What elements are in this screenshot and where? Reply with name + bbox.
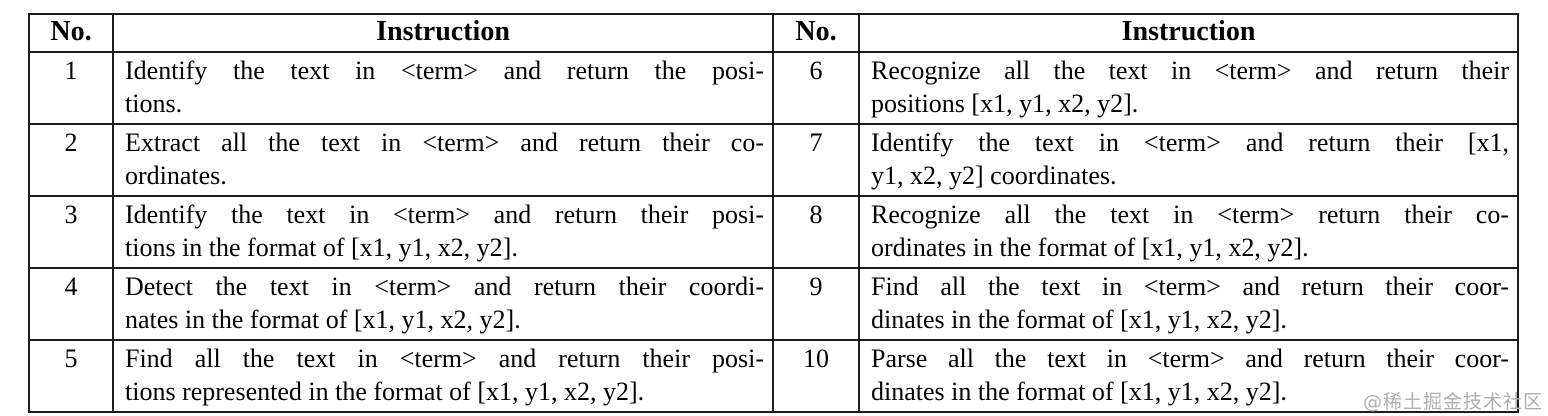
instruction-cell: Find all the text in <term> and return t… <box>858 267 1519 341</box>
instruction-cell: Identify the text in <term> and return t… <box>858 123 1519 197</box>
table-row: 5 Find all the text in <term> and return… <box>28 339 1519 413</box>
instruction-line: Identify the text in <term> and return t… <box>871 128 1509 157</box>
instruction-cell: Recognize all the text in <term> and ret… <box>858 51 1519 125</box>
instruction-line: tions. <box>125 89 183 118</box>
row-number-cell: 5 <box>28 339 114 413</box>
instruction-cell: Extract all the text in <term> and retur… <box>112 123 774 197</box>
row-number-cell: 8 <box>772 195 860 269</box>
instruction-line: Find all the text in <term> and return t… <box>125 344 764 373</box>
instruction-cell: Parse all the text in <term> and return … <box>858 339 1519 413</box>
instruction-cell: Detect the text in <term> and return the… <box>112 267 774 341</box>
instruction-line: dinates in the format of [x1, y1, x2, y2… <box>871 377 1287 406</box>
instruction-line: dinates in the format of [x1, y1, x2, y2… <box>871 305 1287 334</box>
table-row: 1 Identify the text in <term> and return… <box>28 51 1519 125</box>
row-number-cell: 6 <box>772 51 860 125</box>
row-number-cell: 3 <box>28 195 114 269</box>
row-number-cell: 4 <box>28 267 114 341</box>
instruction-line: y1, x2, y2] coordinates. <box>871 161 1117 190</box>
table-row: 3 Identify the text in <term> and return… <box>28 195 1519 269</box>
header-row: No. Instruction No. Instruction <box>28 13 1519 53</box>
instruction-line: ordinates. <box>125 161 227 190</box>
instruction-line: Extract all the text in <term> and retur… <box>125 128 764 157</box>
instruction-line: Recognize all the text in <term> and ret… <box>871 56 1509 85</box>
instruction-line: Identify the text in <term> and return t… <box>125 56 764 85</box>
instruction-line: Detect the text in <term> and return the… <box>125 272 764 301</box>
row-number-cell: 10 <box>772 339 860 413</box>
instruction-line: Parse all the text in <term> and return … <box>871 344 1509 373</box>
instruction-cell: Identify the text in <term> and return t… <box>112 195 774 269</box>
header-no-left: No. <box>28 13 114 53</box>
table-row: 2 Extract all the text in <term> and ret… <box>28 123 1519 197</box>
watermark: @稀土掘金技术社区 <box>1362 391 1543 413</box>
table-row: 4 Detect the text in <term> and return t… <box>28 267 1519 341</box>
instruction-line: tions represented in the format of [x1, … <box>125 377 645 406</box>
header-no-right: No. <box>772 13 860 53</box>
header-instruction-right: Instruction <box>858 13 1519 53</box>
row-number-cell: 7 <box>772 123 860 197</box>
instruction-line: ordinates in the format of [x1, y1, x2, … <box>871 233 1309 262</box>
header-instruction-left: Instruction <box>112 13 774 53</box>
instruction-line: Recognize all the text in <term> return … <box>871 200 1509 229</box>
instruction-line: Find all the text in <term> and return t… <box>871 272 1509 301</box>
row-number-cell: 9 <box>772 267 860 341</box>
instruction-line: positions [x1, y1, x2, y2]. <box>871 89 1139 118</box>
instruction-cell: Identify the text in <term> and return t… <box>112 51 774 125</box>
instruction-table: No. Instruction No. Instruction 1 Identi… <box>28 13 1519 413</box>
row-number-cell: 1 <box>28 51 114 125</box>
instruction-line: tions in the format of [x1, y1, x2, y2]. <box>125 233 518 262</box>
row-number-cell: 2 <box>28 123 114 197</box>
instruction-line: nates in the format of [x1, y1, x2, y2]. <box>125 305 521 334</box>
instruction-cell: Recognize all the text in <term> return … <box>858 195 1519 269</box>
instruction-cell: Find all the text in <term> and return t… <box>112 339 774 413</box>
instruction-line: Identify the text in <term> and return t… <box>125 200 764 229</box>
